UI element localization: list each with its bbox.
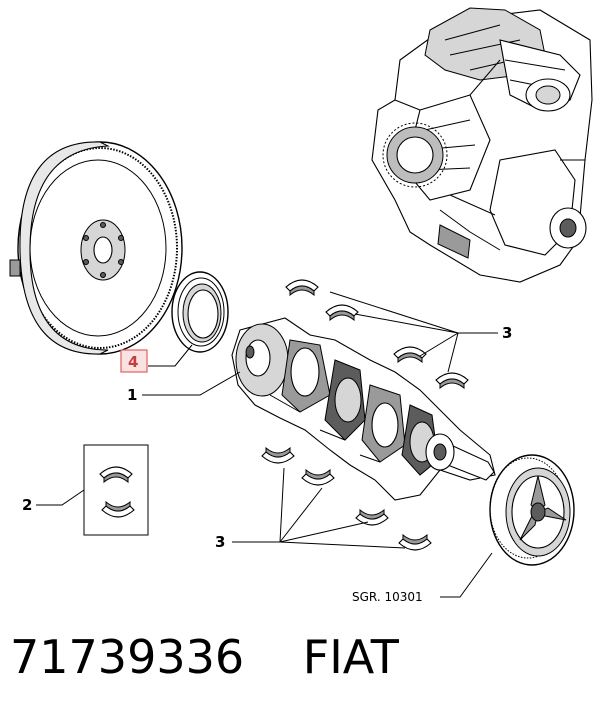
callout-crankshaft: 1 xyxy=(127,386,137,404)
engine-block-illustration xyxy=(371,7,593,283)
brand-name: FIAT xyxy=(302,630,399,684)
callout-labels: 4 1 2 3 3 SGR. 10301 xyxy=(22,324,512,604)
crankshaft-pulley-illustration xyxy=(489,454,575,566)
callout-oil-seal: 4 xyxy=(128,353,138,371)
bearing-shell xyxy=(285,279,319,297)
bearing-shell xyxy=(435,372,469,390)
upper-bearing-shells xyxy=(285,279,469,390)
bearing-shell xyxy=(301,468,335,486)
thrust-bearing-box xyxy=(83,444,149,536)
lower-bearing-shells xyxy=(261,446,432,551)
oil-seal-callout-highlight xyxy=(120,349,148,373)
reference-code: SGR. 10301 xyxy=(352,590,423,604)
part-number: 71739336 xyxy=(10,630,245,684)
bearing-shell xyxy=(325,304,359,322)
part-caption: 71739336 FIAT xyxy=(10,622,399,692)
thrust-half-washer xyxy=(101,500,135,518)
flywheel-illustration xyxy=(9,141,183,355)
callout-upper-main-bearings: 3 xyxy=(502,324,512,342)
crankshaft-illustration xyxy=(231,317,496,501)
oil-seal-illustration xyxy=(171,271,229,353)
thrust-half-washer xyxy=(99,466,133,484)
bearing-shell xyxy=(398,533,432,551)
callout-lower-main-bearings: 3 xyxy=(215,533,225,551)
leader-lines xyxy=(36,291,498,598)
bearing-shell xyxy=(355,508,389,526)
bearing-shell xyxy=(393,346,427,364)
callout-thrust-bearings: 2 xyxy=(22,496,32,514)
bearing-shell xyxy=(261,446,295,464)
